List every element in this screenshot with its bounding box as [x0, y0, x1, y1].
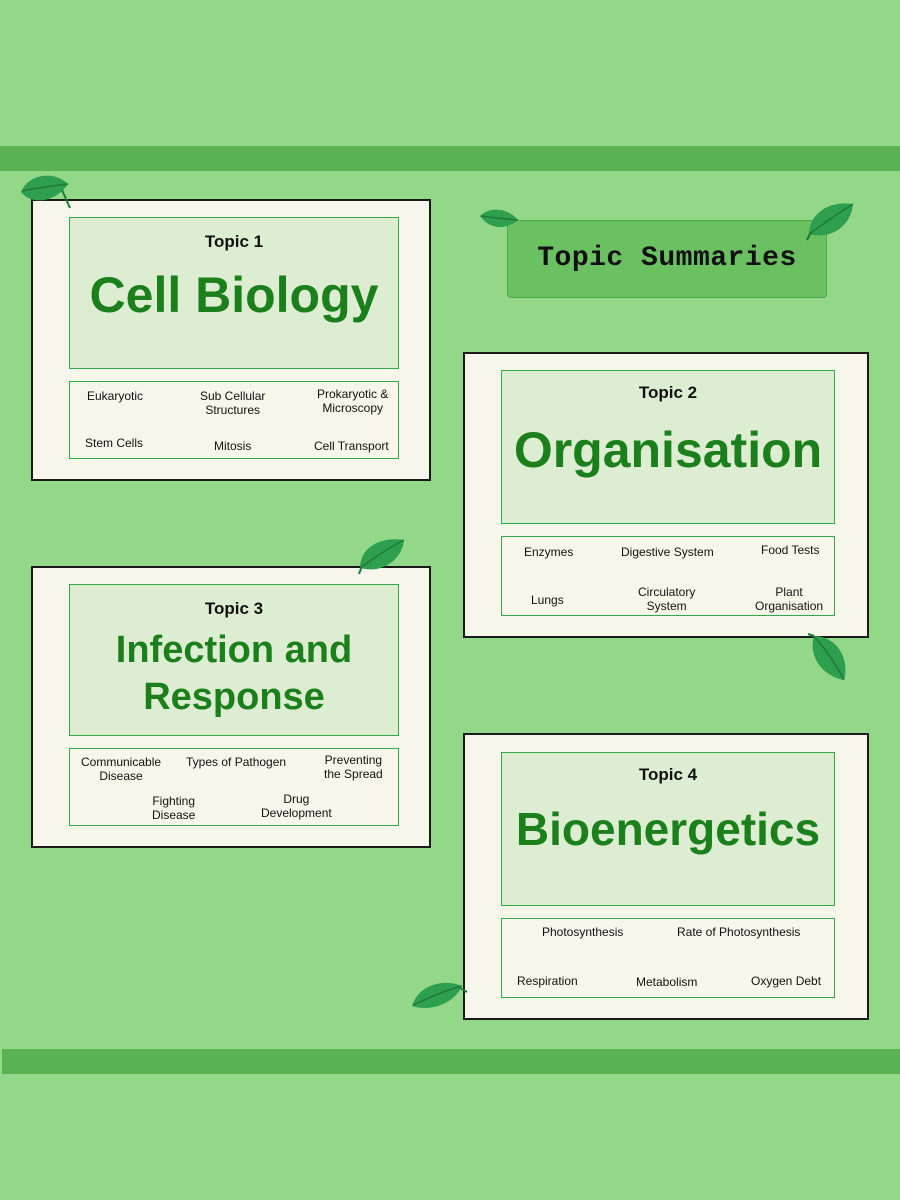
subtopic-box-1: Eukaryotic Sub Cellular Structures Proka… — [69, 381, 399, 459]
subtopic: Circulatory System — [638, 585, 696, 613]
subtopic: Photosynthesis — [542, 925, 624, 939]
subtopic: Food Tests — [761, 543, 820, 557]
subtopic: Oxygen Debt — [751, 974, 822, 988]
summary-title: Topic Summaries — [537, 243, 797, 274]
topic-title: Cell Biology — [89, 267, 379, 323]
subtopic: Digestive System — [621, 545, 714, 559]
topic-title: Infection and Response — [115, 629, 353, 718]
subtopic: Mitosis — [214, 439, 252, 453]
subtopic-box-4: Photosynthesis Rate of Photosynthesis Re… — [501, 918, 835, 998]
topic-label: Topic 2 — [638, 383, 698, 402]
subtopic: Preventing the Spread — [324, 753, 383, 781]
topic-card-3: Topic 3 Infection and Response Communica… — [31, 566, 431, 848]
subtopic: Sub Cellular Structures — [200, 389, 266, 417]
subtopic: Drug Development — [261, 792, 332, 820]
topic-label: Topic 3 — [204, 599, 264, 618]
topic-title: Bioenergetics — [515, 803, 821, 855]
subtopic-box-2: Enzymes Digestive System Food Tests Lung… — [501, 536, 835, 616]
topic-card-1: Topic 1 Cell Biology Eukaryotic Sub Cell… — [31, 199, 431, 481]
subtopic: Respiration — [517, 974, 578, 988]
topic-header-3: Topic 3 Infection and Response — [69, 584, 399, 736]
subtopic: Eukaryotic — [87, 389, 144, 403]
subtopic: Types of Pathogen — [186, 755, 287, 769]
subtopic: Fighting Disease — [152, 794, 196, 822]
topic-card-4: Topic 4 Bioenergetics Photosynthesis Rat… — [463, 733, 869, 1020]
subtopic-box-3: Communicable Disease Types of Pathogen P… — [69, 748, 399, 826]
topic-card-2: Topic 2 Organisation Enzymes Digestive S… — [463, 352, 869, 638]
topic-label: Topic 1 — [204, 232, 264, 251]
topic-label: Topic 4 — [638, 765, 698, 784]
topic-header-1: Topic 1 Cell Biology — [69, 217, 399, 369]
subtopic: Plant Organisation — [755, 585, 824, 613]
leaf-icon — [21, 175, 71, 209]
subtopic: Cell Transport — [314, 439, 389, 453]
subtopic: Enzymes — [524, 545, 574, 559]
subtopic: Communicable Disease — [81, 755, 162, 783]
subtopic: Metabolism — [636, 975, 698, 989]
subtopic: Prokaryotic & Microscopy — [317, 387, 389, 415]
bottom-band — [2, 1049, 900, 1074]
top-band — [0, 146, 900, 171]
leaf-icon — [412, 982, 468, 1008]
subtopic: Lungs — [531, 593, 564, 607]
topic-header-4: Topic 4 Bioenergetics — [501, 752, 835, 906]
leaf-icon — [358, 539, 405, 575]
leaf-icon — [807, 633, 846, 681]
topic-summaries-banner: Topic Summaries — [507, 220, 827, 298]
subtopic: Stem Cells — [85, 436, 144, 450]
topic-header-2: Topic 2 Organisation — [501, 370, 835, 524]
topic-title: Organisation — [513, 422, 823, 478]
subtopic: Rate of Photosynthesis — [677, 925, 801, 939]
leaf-icon — [480, 209, 519, 228]
leaf-icon — [806, 203, 854, 241]
